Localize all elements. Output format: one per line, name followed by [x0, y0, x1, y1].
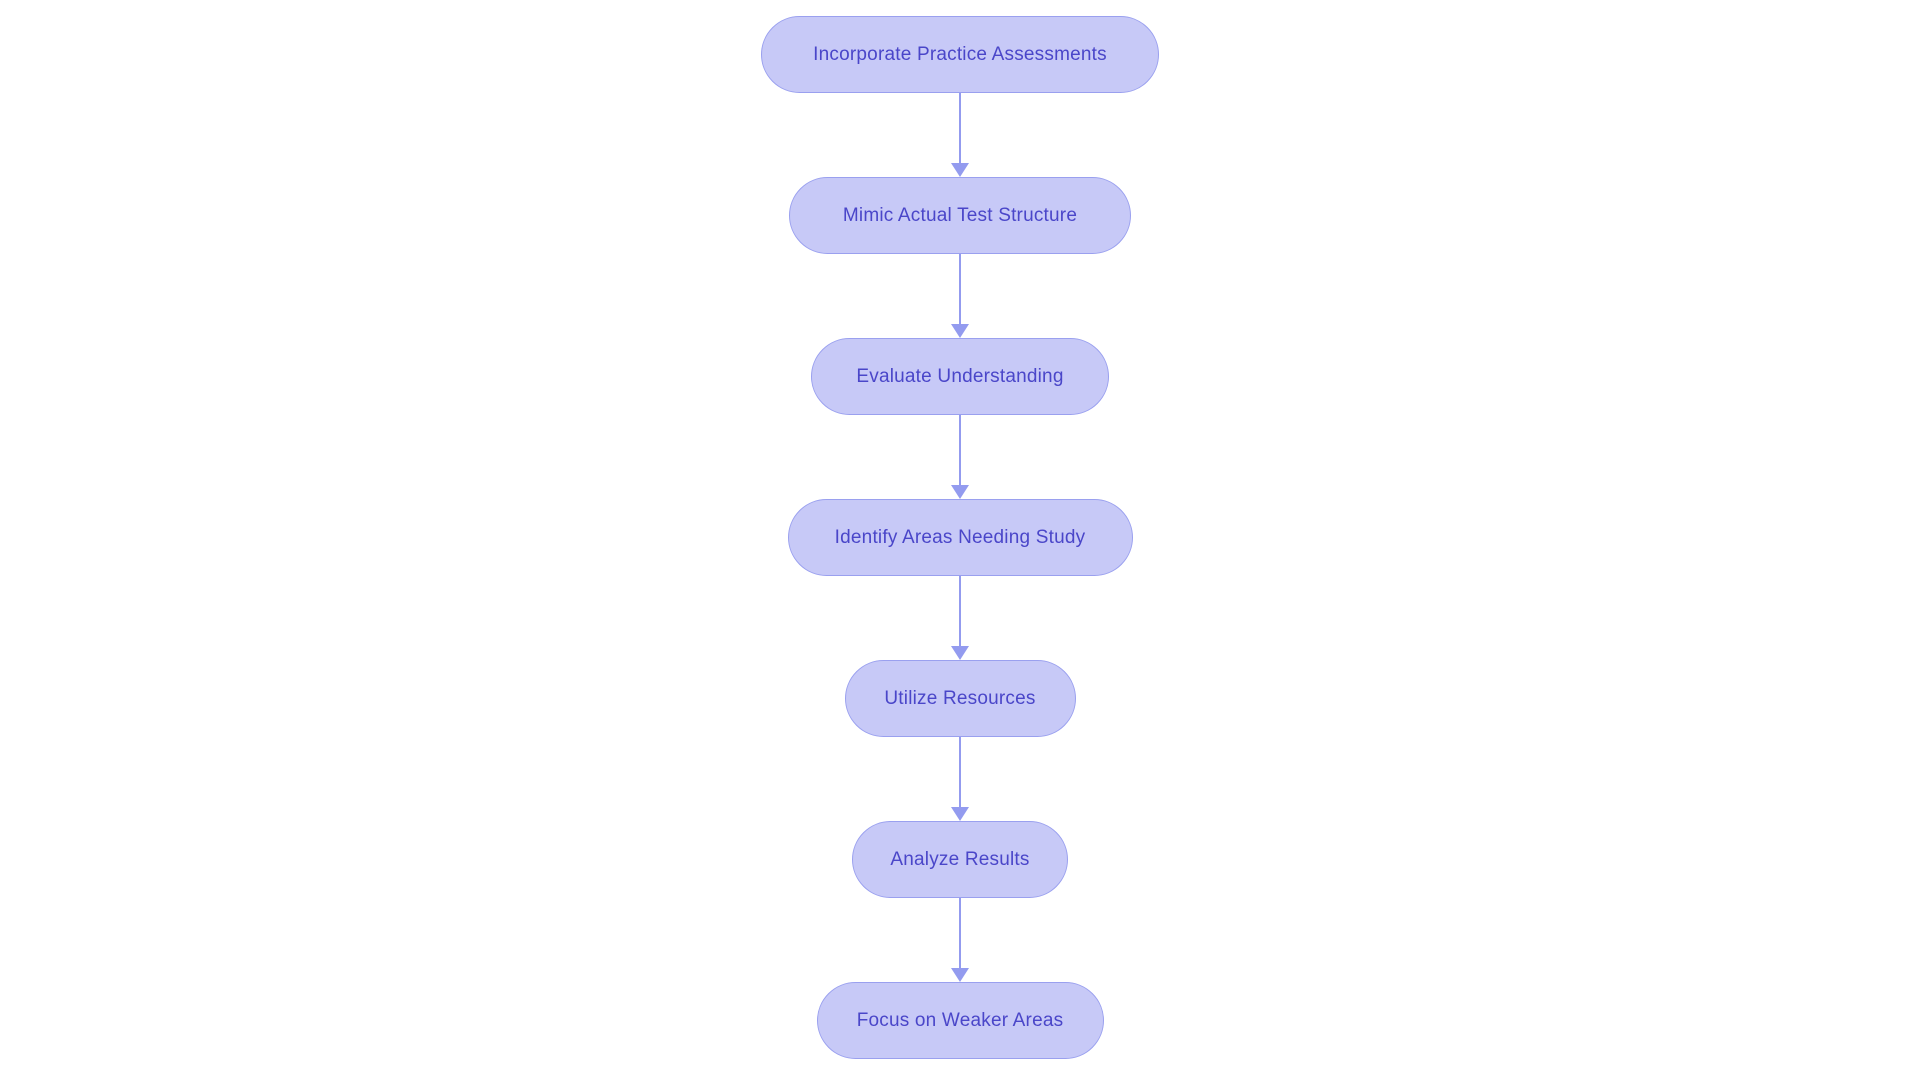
- flow-node-label: Incorporate Practice Assessments: [813, 43, 1107, 65]
- flow-node-analyze-results: Analyze Results: [852, 821, 1068, 898]
- arrowhead-down-icon: [951, 324, 969, 338]
- connector-arrow-down-5: [951, 737, 969, 821]
- flow-node-focus-on-weaker-areas: Focus on Weaker Areas: [816, 982, 1104, 1059]
- connector-line: [958, 93, 962, 163]
- flowchart: Incorporate Practice Assessments Mimic A…: [761, 16, 1159, 1059]
- flow-node-evaluate-understanding: Evaluate Understanding: [811, 338, 1109, 415]
- flow-node-label: Mimic Actual Test Structure: [842, 204, 1078, 226]
- flow-node-incorporate-practice-assessments: Incorporate Practice Assessments: [761, 16, 1159, 93]
- connector-line: [958, 254, 962, 324]
- arrowhead-down-icon: [951, 807, 969, 821]
- flow-node-identify-areas-needing-study: Identify Areas Needing Study: [787, 499, 1133, 576]
- connector-arrow-down-2: [951, 254, 969, 338]
- connector-line: [958, 415, 962, 485]
- flow-node-label: Analyze Results: [890, 848, 1030, 870]
- arrowhead-down-icon: [951, 163, 969, 177]
- flow-node-label: Identify Areas Needing Study: [834, 526, 1086, 548]
- connector-arrow-down-6: [951, 898, 969, 982]
- connector-arrow-down-1: [951, 93, 969, 177]
- flow-node-utilize-resources: Utilize Resources: [844, 660, 1076, 737]
- connector-line: [958, 898, 962, 968]
- connector-arrow-down-3: [951, 415, 969, 499]
- flow-node-label: Utilize Resources: [884, 687, 1036, 709]
- connector-line: [958, 576, 962, 646]
- arrowhead-down-icon: [951, 968, 969, 982]
- arrowhead-down-icon: [951, 485, 969, 499]
- flow-node-mimic-actual-test-structure: Mimic Actual Test Structure: [789, 177, 1131, 254]
- connector-arrow-down-4: [951, 576, 969, 660]
- flow-node-label: Focus on Weaker Areas: [856, 1009, 1064, 1031]
- arrowhead-down-icon: [951, 646, 969, 660]
- connector-line: [958, 737, 962, 807]
- flow-node-label: Evaluate Understanding: [856, 365, 1064, 387]
